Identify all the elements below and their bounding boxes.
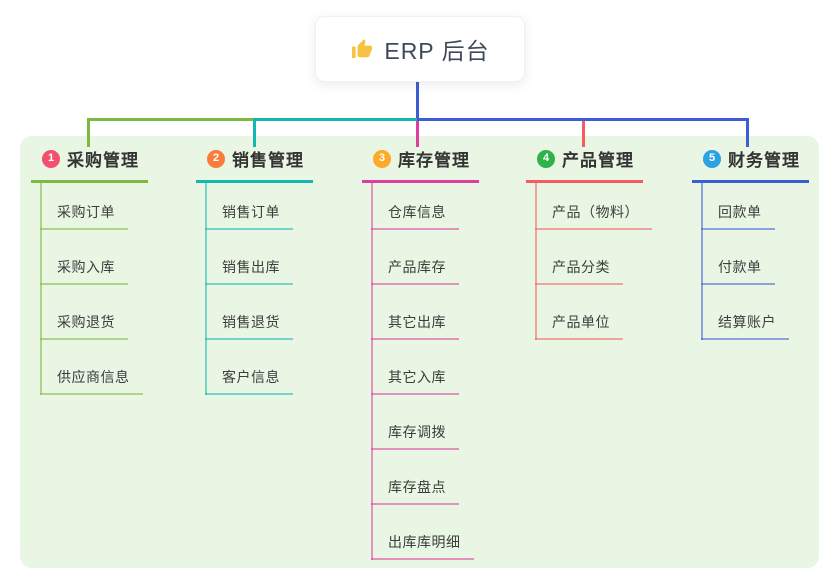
branch-trunk-line xyxy=(205,180,207,395)
branch-node-label: 采购管理 xyxy=(67,151,139,170)
child-node-5-2[interactable]: 付款单 xyxy=(701,230,775,285)
branch-node-label: 销售管理 xyxy=(232,151,304,170)
child-node-2-2[interactable]: 销售出库 xyxy=(205,230,293,285)
connector-line xyxy=(416,121,419,147)
child-node-3-6[interactable]: 库存盘点 xyxy=(371,450,459,505)
child-node-label: 其它入库 xyxy=(388,369,446,385)
child-node-label: 产品（物料） xyxy=(552,204,639,220)
connector-line xyxy=(253,118,419,121)
child-node-label: 采购退货 xyxy=(57,314,115,330)
child-node-label: 产品库存 xyxy=(388,259,446,275)
branch-node-label: 产品管理 xyxy=(562,151,634,170)
child-node-4-1[interactable]: 产品（物料） xyxy=(535,175,652,230)
branches-panel xyxy=(20,136,819,568)
child-node-4-2[interactable]: 产品分类 xyxy=(535,230,623,285)
branch-children: 销售订单 销售出库 销售退货 客户信息 xyxy=(205,175,293,395)
child-node-2-4[interactable]: 客户信息 xyxy=(205,340,293,395)
root-node-erp[interactable]: ERP 后台 xyxy=(315,16,525,82)
child-node-label: 产品分类 xyxy=(552,259,610,275)
branch-number-badge: 4 xyxy=(537,149,555,168)
child-node-label: 销售出库 xyxy=(222,259,280,275)
child-node-1-2[interactable]: 采购入库 xyxy=(40,230,128,285)
child-node-3-4[interactable]: 其它入库 xyxy=(371,340,459,395)
child-node-label: 销售退货 xyxy=(222,314,280,330)
child-node-label: 结算账户 xyxy=(718,314,776,330)
branch-children: 回款单 付款单 结算账户 xyxy=(701,175,789,340)
connector-line xyxy=(87,121,90,147)
child-node-label: 付款单 xyxy=(718,259,762,275)
child-node-label: 采购订单 xyxy=(57,204,115,220)
child-node-label: 回款单 xyxy=(718,204,762,220)
branch-children: 产品（物料） 产品分类 产品单位 xyxy=(535,175,652,340)
branch-trunk-line xyxy=(701,180,703,340)
child-node-label: 产品单位 xyxy=(552,314,610,330)
child-node-3-3[interactable]: 其它出库 xyxy=(371,285,459,340)
child-node-label: 出库库明细 xyxy=(388,534,461,550)
child-node-1-3[interactable]: 采购退货 xyxy=(40,285,128,340)
child-node-label: 仓库信息 xyxy=(388,204,446,220)
child-node-1-1[interactable]: 采购订单 xyxy=(40,175,128,230)
child-node-label: 库存盘点 xyxy=(388,479,446,495)
connector-line xyxy=(253,121,256,147)
branch-trunk-line xyxy=(40,180,42,395)
child-node-4-3[interactable]: 产品单位 xyxy=(535,285,623,340)
branch-number-badge: 3 xyxy=(373,149,391,168)
branch-children: 采购订单 采购入库 采购退货 供应商信息 xyxy=(40,175,143,395)
child-node-3-5[interactable]: 库存调拨 xyxy=(371,395,459,450)
child-node-3-1[interactable]: 仓库信息 xyxy=(371,175,459,230)
connector-line xyxy=(417,118,749,121)
child-node-3-2[interactable]: 产品库存 xyxy=(371,230,459,285)
branch-node-5[interactable]: 5 财务管理 xyxy=(692,146,809,183)
child-node-5-3[interactable]: 结算账户 xyxy=(701,285,789,340)
branch-trunk-line xyxy=(371,180,373,560)
branch-node-label: 库存管理 xyxy=(398,151,470,170)
branch-node-3[interactable]: 3 库存管理 xyxy=(362,146,479,183)
branch-number-badge: 5 xyxy=(703,149,721,168)
branch-node-2[interactable]: 2 销售管理 xyxy=(196,146,313,183)
child-node-label: 供应商信息 xyxy=(57,369,130,385)
child-node-5-1[interactable]: 回款单 xyxy=(701,175,775,230)
connector-line xyxy=(746,121,749,147)
branch-number-badge: 2 xyxy=(207,149,225,168)
connector-line xyxy=(582,121,585,147)
connector-line xyxy=(416,80,419,121)
child-node-3-7[interactable]: 出库库明细 xyxy=(371,505,474,560)
branch-node-4[interactable]: 4 产品管理 xyxy=(526,146,643,183)
branch-number-badge: 1 xyxy=(42,149,60,168)
root-node-label: ERP 后台 xyxy=(384,38,490,64)
branch-trunk-line xyxy=(535,180,537,340)
branch-node-label: 财务管理 xyxy=(728,151,800,170)
branch-node-1[interactable]: 1 采购管理 xyxy=(31,146,148,183)
thumbs-up-icon xyxy=(352,39,373,58)
child-node-label: 客户信息 xyxy=(222,369,280,385)
child-node-label: 采购入库 xyxy=(57,259,115,275)
connector-line xyxy=(87,118,255,121)
child-node-2-1[interactable]: 销售订单 xyxy=(205,175,293,230)
child-node-label: 库存调拨 xyxy=(388,424,446,440)
child-node-label: 其它出库 xyxy=(388,314,446,330)
child-node-1-4[interactable]: 供应商信息 xyxy=(40,340,143,395)
branch-children: 仓库信息 产品库存 其它出库 其它入库 库存调拨 库存盘点 出库库明细 xyxy=(371,175,474,560)
child-node-label: 销售订单 xyxy=(222,204,280,220)
child-node-2-3[interactable]: 销售退货 xyxy=(205,285,293,340)
